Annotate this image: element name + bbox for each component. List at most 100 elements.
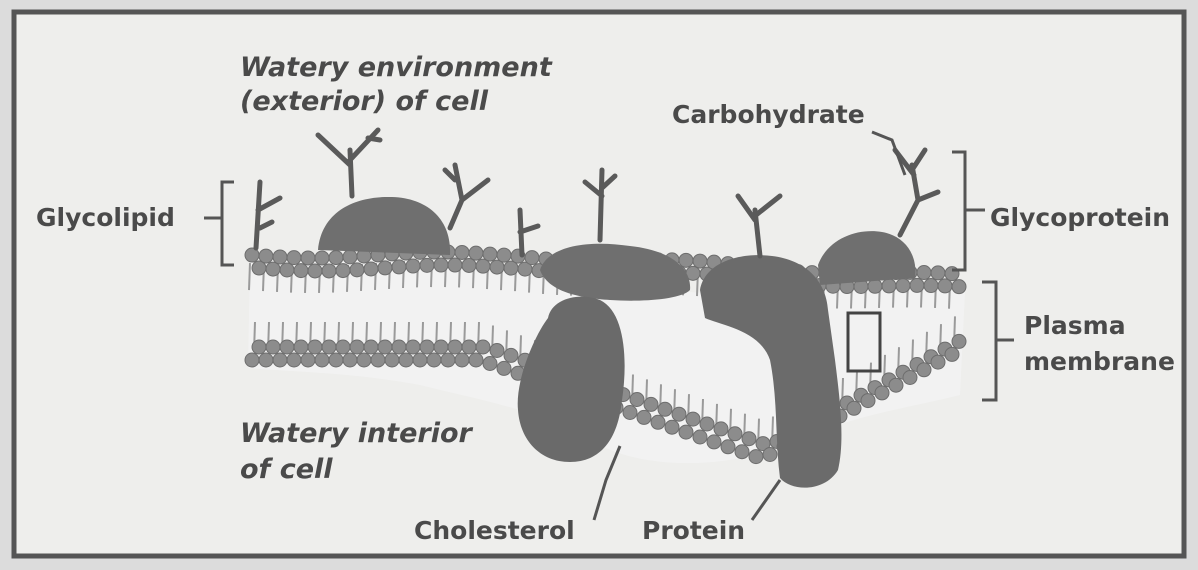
phospholipid-head (917, 266, 931, 280)
phospholipid-head (420, 340, 434, 354)
phospholipid-head (406, 340, 420, 354)
phospholipid-head (707, 435, 721, 449)
phospholipid-head (273, 353, 287, 367)
phospholipid-head (896, 279, 910, 293)
phospholipid-head (504, 348, 518, 362)
phospholipid-head (938, 279, 952, 293)
label-cholesterol: Cholesterol (414, 516, 575, 545)
label-plasma-line2: membrane (1024, 347, 1175, 376)
phospholipid-head (385, 353, 399, 367)
phospholipid-head (245, 353, 259, 367)
phospholipid-head (665, 420, 679, 434)
phospholipid-head (448, 258, 462, 272)
phospholipid-head (931, 355, 945, 369)
phospholipid-head (336, 340, 350, 354)
phospholipid-head (322, 264, 336, 278)
phospholipid-head (679, 253, 693, 267)
phospholipid-head (280, 263, 294, 277)
phospholipid-head (721, 440, 735, 454)
phospholipid-head (266, 340, 280, 354)
phospholipid-head (952, 280, 966, 294)
phospholipid-head (714, 422, 728, 436)
phospholipid-head (763, 448, 777, 462)
phospholipid-head (462, 340, 476, 354)
phospholipid-head (308, 264, 322, 278)
phospholipid-head (343, 250, 357, 264)
phospholipid-head (301, 251, 315, 265)
phospholipid-head (749, 450, 763, 464)
phospholipid-head (483, 247, 497, 261)
phospholipid-head (693, 430, 707, 444)
phospholipid-head (413, 353, 427, 367)
phospholipid-head (882, 279, 896, 293)
phospholipid-head (434, 340, 448, 354)
phospholipid-head (931, 266, 945, 280)
phospholipid-head (910, 278, 924, 292)
phospholipid-head (315, 353, 329, 367)
phospholipid-head (371, 353, 385, 367)
phospholipid-head (364, 262, 378, 276)
phospholipid-head (945, 347, 959, 361)
phospholipid-head (469, 246, 483, 260)
phospholipid-head (476, 340, 490, 354)
phospholipid-head (378, 261, 392, 275)
phospholipid-head (406, 259, 420, 273)
phospholipid-head (462, 258, 476, 272)
phospholipid-head (735, 445, 749, 459)
phospholipid-head (252, 340, 266, 354)
phospholipid-head (637, 410, 651, 424)
label-glycolipid: Glycolipid (36, 203, 175, 232)
phospholipid-head (329, 251, 343, 265)
phospholipid-head (392, 260, 406, 274)
phospholipid-head (455, 353, 469, 367)
phospholipid-head (623, 406, 637, 420)
phospholipid-head (924, 279, 938, 293)
phospholipid-head (448, 340, 462, 354)
label-carbohydrate: Carbohydrate (672, 100, 865, 129)
phospholipid-head (455, 245, 469, 259)
phospholipid-head (266, 262, 280, 276)
label-watery-interior-line2: of cell (240, 454, 333, 485)
phospholipid-head (847, 401, 861, 415)
phospholipid-head (259, 353, 273, 367)
label-watery-exterior-line1: Watery environment (240, 52, 553, 83)
phospholipid-head (630, 393, 644, 407)
label-watery-exterior-line2: (exterior) of cell (240, 86, 489, 117)
phospholipid-head (889, 378, 903, 392)
phospholipid-head (336, 264, 350, 278)
phospholipid-head (378, 340, 392, 354)
phospholipid-head (273, 250, 287, 264)
phospholipid-head (294, 340, 308, 354)
phospholipid-head (875, 386, 889, 400)
phospholipid-head (868, 279, 882, 293)
phospholipid-head (301, 353, 315, 367)
phospholipid-head (364, 340, 378, 354)
phospholipid-head (693, 254, 707, 268)
phospholipid-head (497, 361, 511, 375)
phospholipid-head (329, 353, 343, 367)
phospholipid-head (280, 340, 294, 354)
phospholipid-head (672, 407, 686, 421)
phospholipid-head (392, 340, 406, 354)
label-glycoprotein: Glycoprotein (990, 203, 1170, 232)
phospholipid-head (497, 248, 511, 262)
phospholipid-head (322, 340, 336, 354)
phospholipid-head (427, 353, 441, 367)
phospholipid-head (525, 251, 539, 265)
phospholipid-head (952, 334, 966, 348)
phospholipid-head (441, 353, 455, 367)
phospholipid-head (434, 258, 448, 272)
phospholipid-head (658, 402, 672, 416)
phospholipid-head (294, 264, 308, 278)
phospholipid-head (728, 427, 742, 441)
phospholipid-head (350, 340, 364, 354)
phospholipid-head (861, 394, 875, 408)
phospholipid-head (343, 353, 357, 367)
phospholipid-head (350, 263, 364, 277)
phospholipid-head (700, 417, 714, 431)
phospholipid-head (259, 249, 273, 263)
phospholipid-head (315, 251, 329, 265)
lipid-tail (249, 263, 250, 290)
label-watery-interior-line1: Watery interior (240, 418, 474, 449)
